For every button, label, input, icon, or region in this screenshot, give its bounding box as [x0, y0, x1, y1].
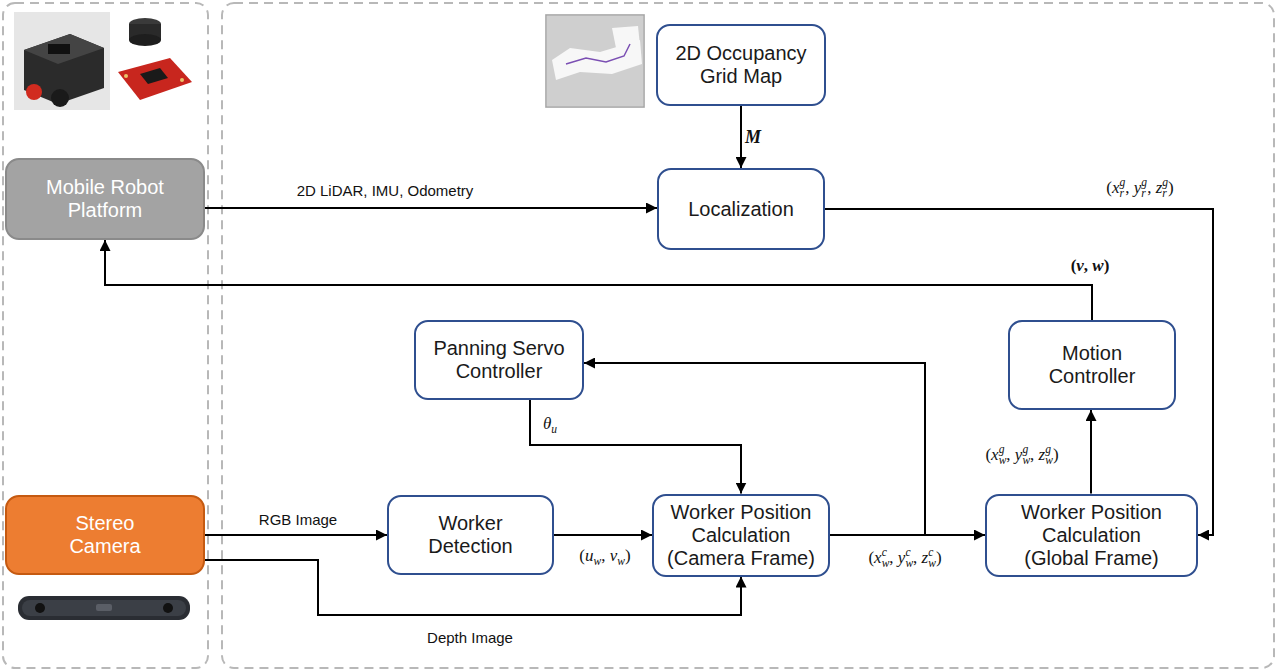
panel-outline: [3, 3, 208, 668]
robot-illustration: [14, 12, 110, 110]
signal-label: (uw, vw): [576, 546, 633, 568]
platform-box: Mobile Robot Platform: [5, 158, 205, 240]
signal-label: (xwg, ywg, zwg): [982, 443, 1061, 466]
process-box: Worker Position Calculation (Global Fram…: [985, 494, 1198, 577]
signal-label: (v, w): [1068, 256, 1113, 276]
panel-outline: [222, 3, 1274, 668]
map-illustration: [545, 14, 645, 108]
signal-label: (xrg, yrg, zrg): [1103, 176, 1176, 199]
connector-arrow: [205, 534, 387, 536]
connector-arrow: [105, 240, 1092, 320]
process-box: Localization: [657, 168, 825, 250]
box-label: Localization: [688, 198, 794, 221]
connector-arrow: [205, 207, 657, 209]
process-box: Worker Detection: [387, 495, 554, 575]
edge-label: RGB Image: [256, 511, 340, 528]
box-label: Worker Position Calculation (Global Fram…: [1013, 501, 1171, 570]
camera-illustration: [18, 596, 190, 620]
signal-label: θu: [540, 414, 560, 436]
edge-label: Depth Image: [424, 629, 516, 646]
box-label: Worker Detection: [416, 512, 526, 558]
process-box: Motion Controller: [1008, 320, 1176, 410]
box-label: 2D Occupancy Grid Map: [666, 42, 816, 88]
connector-arrow: [554, 534, 652, 536]
box-label: Panning Servo Controller: [424, 337, 574, 383]
lidar-illustration: [129, 18, 161, 46]
signal-label: M: [742, 127, 764, 148]
box-label: Mobile Robot Platform: [25, 176, 185, 222]
box-label: Stereo Camera: [50, 512, 160, 558]
box-label: Motion Controller: [1037, 342, 1147, 388]
box-label: Worker Position Calculation (Camera Fram…: [662, 501, 820, 570]
board-illustration: [118, 58, 192, 100]
edge-label: 2D LiDAR, IMU, Odometry: [294, 182, 477, 199]
connector-arrow: [530, 400, 741, 494]
signal-label: (xwc, ywc, zwc): [865, 546, 944, 569]
process-box: Worker Position Calculation (Camera Fram…: [652, 494, 830, 577]
map-box: 2D Occupancy Grid Map: [656, 24, 826, 106]
connector-arrow: [825, 209, 1213, 535]
connector-arrow: [1090, 410, 1092, 494]
process-box: Panning Servo Controller: [414, 320, 584, 400]
sensor-box: Stereo Camera: [5, 495, 205, 575]
